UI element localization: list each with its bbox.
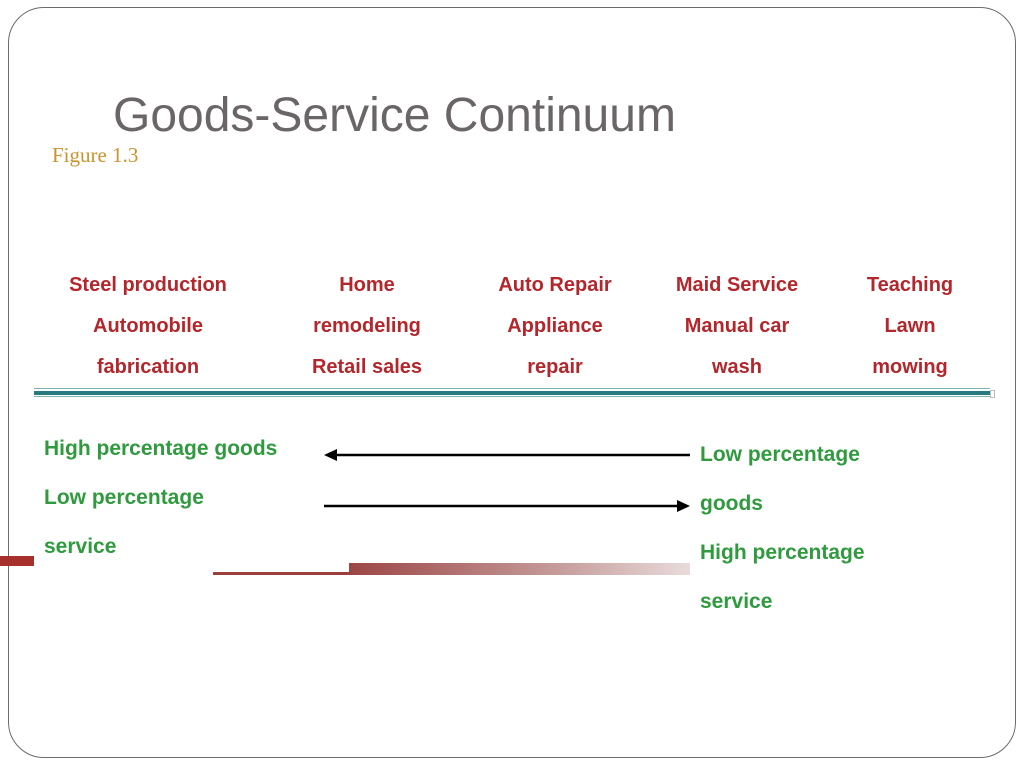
category-line: wash <box>711 356 763 378</box>
category-maid: Maid Service Manual car wash <box>662 265 812 388</box>
category-line: Home <box>339 274 395 296</box>
category-line: Teaching <box>866 274 954 296</box>
category-line: Lawn <box>884 315 936 337</box>
figure-label: Figure 1.3 <box>52 143 139 167</box>
category-auto: Auto Repair Appliance repair <box>480 265 630 388</box>
category-line: Maid Service <box>675 274 799 296</box>
category-steel: Steel production Automobile fabrication <box>48 265 248 388</box>
category-line: remodeling <box>313 315 421 337</box>
category-line: mowing <box>872 356 948 378</box>
category-teaching: Teaching Lawn mowing <box>850 265 970 388</box>
right-label-line: goods <box>700 492 763 515</box>
divider-line-thick <box>34 391 990 395</box>
right-label-line: service <box>700 590 773 613</box>
category-home: Home remodeling Retail sales <box>292 265 442 388</box>
accent-line <box>213 572 349 575</box>
accent-bar-left <box>0 556 34 566</box>
accent-gradient-bar <box>349 563 690 575</box>
left-label: High percentage goods Low percentage ser… <box>44 424 277 571</box>
right-label-line: High percentage <box>700 541 865 564</box>
left-label-line: service <box>44 535 117 558</box>
category-line: Appliance <box>507 315 603 337</box>
category-line: repair <box>527 356 583 378</box>
left-label-line: Low percentage <box>44 486 204 509</box>
category-line: Auto Repair <box>498 274 612 296</box>
right-label: Low percentage goods High percentage ser… <box>700 430 865 626</box>
category-line: fabrication <box>96 356 200 378</box>
slide-frame <box>8 7 1016 758</box>
right-label-line: Low percentage <box>700 443 860 466</box>
left-label-line: High percentage goods <box>44 437 278 460</box>
category-line: Manual car <box>684 315 790 337</box>
slide-title: Goods-Service Continuum <box>113 89 676 142</box>
continuum-divider <box>34 388 990 397</box>
divider-line-thin <box>34 396 990 397</box>
divider-line-thin <box>34 388 990 389</box>
divider-end-cap <box>990 390 995 398</box>
category-line: Automobile <box>93 315 203 337</box>
category-line: Retail sales <box>311 356 423 378</box>
category-line: Steel production <box>69 274 227 296</box>
